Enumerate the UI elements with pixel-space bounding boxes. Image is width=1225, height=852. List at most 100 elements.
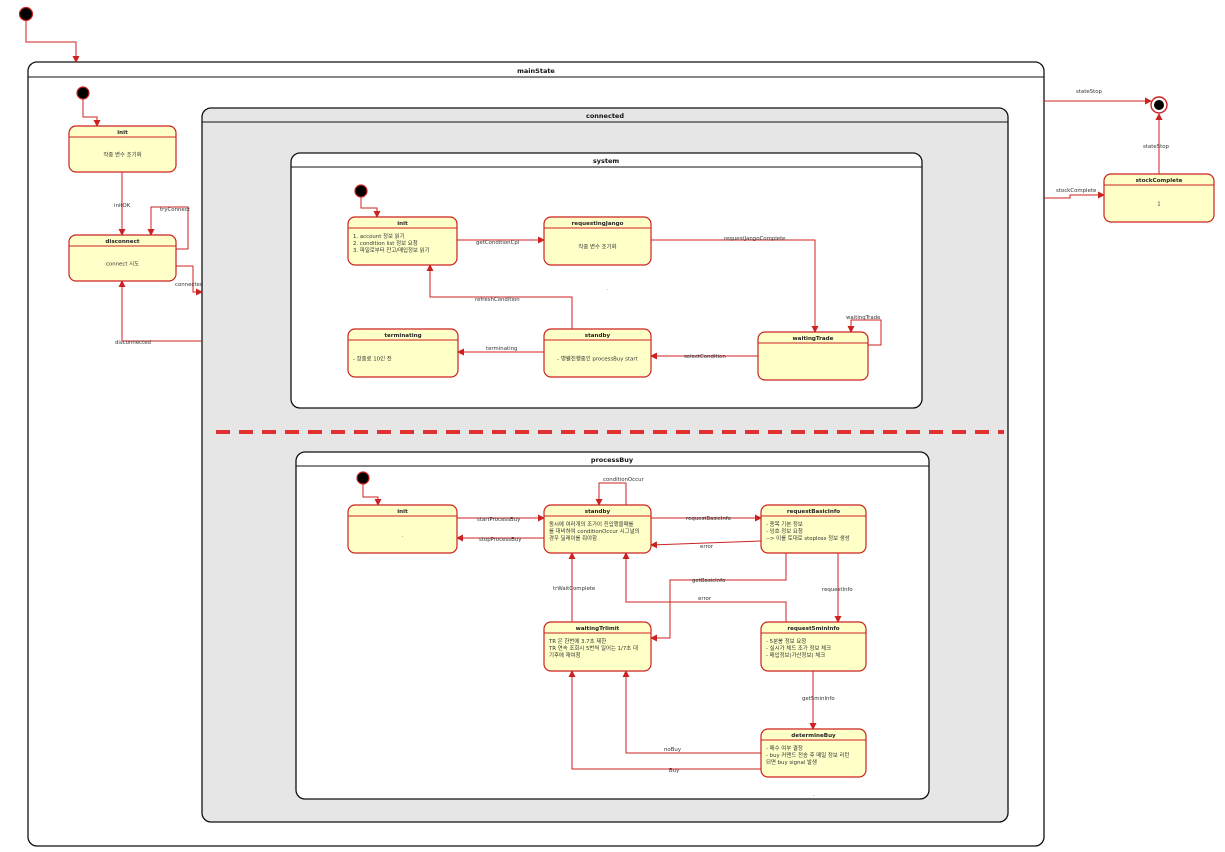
- state-name: init: [397, 509, 408, 515]
- system-title: system: [593, 157, 619, 165]
- state-line: 1. account 정보 읽기: [353, 232, 405, 240]
- edge-nobuy: [622, 670, 761, 754]
- label-process-dot: .: [813, 792, 815, 798]
- state-line: 되면 buy signal 발생: [766, 758, 817, 766]
- state-name: determineBuy: [791, 733, 836, 739]
- state-line: 기후에 재여청: [549, 651, 581, 659]
- label-stockcomplete: stockComplete: [1056, 188, 1097, 194]
- state-stock-complete: stockComplete 1: [1103, 173, 1215, 223]
- state-name: standby: [585, 509, 611, 515]
- edge-tryconnect: [147, 206, 189, 250]
- state-sys-term: terminating - 장종료 10인 전: [347, 328, 459, 378]
- edge-connected: [176, 265, 203, 296]
- edge-refreshcondition: [426, 264, 573, 329]
- state-line: connect 시도: [106, 261, 139, 268]
- edge-getbasicinfo: [650, 553, 787, 642]
- state-sys-init: init 1. account 정보 읽기2. condition list 정보…: [347, 216, 458, 266]
- state-name: requestingJango: [572, 221, 624, 227]
- transition-labels: stateStop stateStop stockComplete initOK…: [114, 89, 1169, 798]
- state-name: waitingTrlimit: [576, 626, 620, 632]
- state-sys-jango: requestingJango 작중 변수 조기화: [543, 216, 652, 266]
- main-state-title: mainState: [517, 67, 555, 75]
- state-line: - 병렬진행중인 processBuy start: [557, 355, 637, 363]
- state-sys-wait: waitingTrade: [757, 331, 869, 381]
- process-initial-node: [356, 471, 370, 485]
- state-pb-determine: determineBuy - 매수 여부 결정- buy 커맨드 전송 후 매일 …: [760, 728, 867, 778]
- state-sys-standby: standby - 병렬진행중인 processBuy start: [543, 328, 652, 378]
- process-buy-title: processBuy: [591, 456, 634, 464]
- label-statestop-top: stateStop: [1076, 89, 1102, 95]
- label-startprocessbuy: startProcessBuy: [477, 517, 521, 523]
- transitions: [25, 21, 1163, 777]
- label-stopprocessbuy: stopProcessBuy: [479, 537, 522, 543]
- state-line: - 종목 기본 정보: [766, 520, 803, 528]
- state-line: - 실시가 체드 조가 정보 체크: [766, 644, 831, 652]
- connected-title: connected: [586, 112, 624, 120]
- edge-start-main: [25, 21, 80, 63]
- label-requestbasicinfo: requestBasicInfo: [686, 516, 731, 522]
- state-line: 3. 파일로부터 잔고/매입정보 읽기: [353, 246, 430, 254]
- edge-system-initial: [360, 197, 381, 218]
- label-requestjangocomplete: requestJangoComplete: [724, 236, 786, 242]
- state-name: init: [397, 221, 408, 227]
- state-name: request5minInfo: [787, 626, 839, 632]
- edge-error-5min: [622, 552, 787, 622]
- state-pb-5min: request5minInfo - 5분봉 정보 요청- 실시가 체드 조가 정보…: [760, 621, 867, 672]
- system-initial-node: [354, 184, 368, 198]
- state-line: 1: [1157, 202, 1160, 208]
- label-buy: Buy: [669, 768, 680, 774]
- label-selectcondition: selectCondition: [684, 354, 726, 360]
- label-error-5min: error: [698, 596, 712, 602]
- state-line: 동시에 여러개의 조가이 진입했을때를: [549, 520, 634, 528]
- state-line: --> 이를 토대로 stoploss 정보 생성: [766, 534, 850, 542]
- label-waitingtrade: waitingTrade: [846, 315, 881, 321]
- state-pb-basic: requestBasicInfo - 종목 기본 정보- 잉호 정보 요청--> …: [760, 504, 867, 554]
- label-terminating: terminating: [486, 346, 517, 352]
- label-refreshcondition: refreshCondition: [475, 297, 520, 303]
- label-get5mininfo: get5minInfo: [802, 696, 835, 702]
- edge-waitingtrade-loop: [847, 319, 882, 346]
- state-name: requestBasicInfo: [787, 509, 840, 515]
- edge-requestjangocomplete: [651, 239, 819, 333]
- edge-disconnected: [118, 280, 202, 342]
- state-name: init: [117, 130, 128, 136]
- state-line: 경우 딜레이를 줘야함: [549, 534, 597, 542]
- main-initial-node: [76, 86, 90, 100]
- state-line: .: [402, 533, 404, 539]
- state-line: - 장종료 10인 전: [353, 355, 392, 363]
- label-tryconnect: tryConnect: [160, 207, 190, 213]
- label-getconditioncpl: getConditionCpl: [476, 240, 519, 246]
- state-name: terminating: [384, 333, 421, 339]
- label-initok: initOK: [114, 203, 131, 209]
- state-name: stockComplete: [1136, 178, 1183, 184]
- label-disconnected: disconnected: [115, 340, 151, 346]
- label-conditionoccur: conditionOccur: [603, 477, 645, 483]
- state-line: - 매수 여부 결정: [766, 744, 803, 752]
- state-line: 2. condition list 정보 요청: [353, 240, 418, 247]
- state-pb-init: init.: [347, 504, 458, 554]
- edge-conditionoccur-loop: [595, 482, 627, 506]
- state-line: - 5분봉 정보 요청: [766, 638, 806, 645]
- state-line: TR 은 한번에 3.7초 제한: [548, 637, 606, 645]
- state-line: - 잉호 정보 요청: [766, 528, 803, 535]
- state-line: - buy 커맨드 전송 후 매일 정보 리턴: [766, 751, 850, 759]
- edge-stockcomplete: [1044, 191, 1105, 199]
- state-name: waitingTrade: [793, 336, 834, 342]
- label-system-dot: .: [607, 286, 609, 292]
- final-node: [1150, 96, 1168, 114]
- label-error-basic: error: [700, 544, 714, 550]
- state-name: standby: [585, 333, 611, 339]
- edge-init-main: [82, 99, 101, 127]
- top-initial-node: [18, 6, 34, 22]
- edge-process-initial: [362, 484, 382, 506]
- label-nobuy: noBuy: [664, 747, 682, 753]
- state-line: 작중 변수 조기화: [578, 243, 616, 251]
- state-line: - 매입정보(가산정보) 체크: [766, 651, 825, 659]
- edge-error-basic: [650, 540, 762, 549]
